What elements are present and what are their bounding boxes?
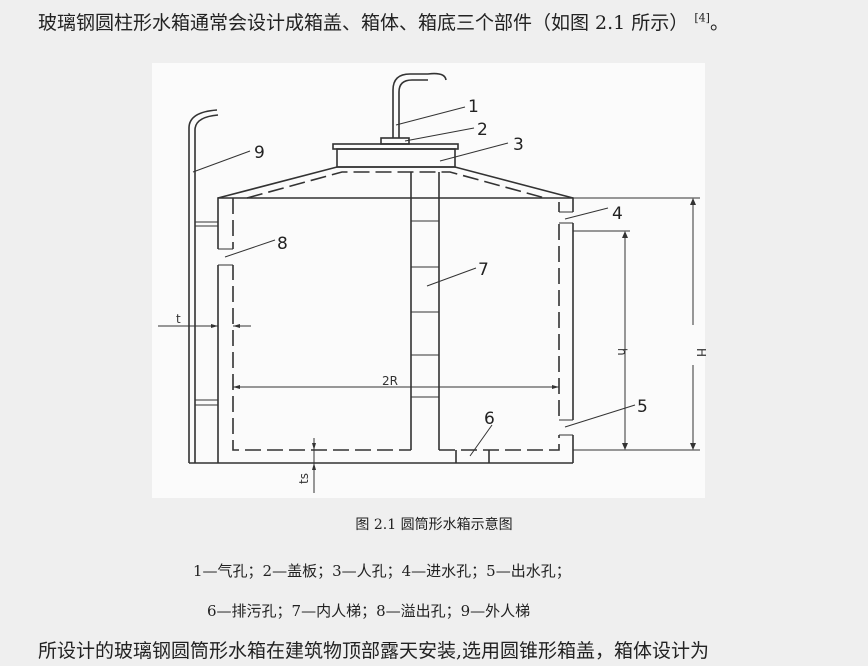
label-4: 4 <box>612 204 623 224</box>
intro-text: 玻璃钢圆柱形水箱通常会设计成箱盖、箱体、箱底三个部件（如图 2.1 所示） <box>38 12 689 34</box>
tank-outline <box>189 166 574 464</box>
intro-paragraph: 玻璃钢圆柱形水箱通常会设计成箱盖、箱体、箱底三个部件（如图 2.1 所示） [4… <box>38 8 729 35</box>
outer-ladder <box>188 109 219 463</box>
figure-legend-line-2: 6—排污孔；7—内人梯；8—溢出孔；9—外人梯 <box>207 602 531 620</box>
label-1: 1 <box>468 97 479 117</box>
intro-end: 。 <box>709 12 729 34</box>
leader-lines <box>192 106 636 457</box>
manhole-and-vent <box>332 72 459 168</box>
part-labels: 1 2 3 4 5 6 7 8 9 <box>254 97 648 429</box>
label-3: 3 <box>513 135 524 155</box>
dim-H-label: H <box>694 348 708 357</box>
dim-2r-label: 2R <box>382 374 398 388</box>
dimension-lines <box>158 197 700 493</box>
label-8: 8 <box>277 234 288 254</box>
openings <box>216 211 576 463</box>
outro-paragraph: 所设计的玻璃钢圆筒形水箱在建筑物顶部露天安装,选用圆锥形箱盖，箱体设计为 <box>38 640 710 662</box>
label-9: 9 <box>254 143 265 163</box>
label-2: 2 <box>477 120 488 140</box>
citation: [4] <box>694 11 710 25</box>
label-5: 5 <box>637 397 648 417</box>
figure-background <box>152 63 705 498</box>
dim-h-label: h <box>615 348 629 356</box>
dim-t-label: t <box>176 312 181 326</box>
dimension-labels: H h 2R t ts <box>176 312 708 484</box>
figure-legend-line-1: 1—气孔；2—盖板；3—人孔；4—进水孔；5—出水孔； <box>193 562 571 580</box>
inner-ladder <box>410 172 440 450</box>
label-6: 6 <box>484 409 495 429</box>
label-7: 7 <box>478 260 489 280</box>
dim-ts-label: ts <box>297 473 311 484</box>
figure-caption: 图 2.1 圆筒形水箱示意图 <box>355 517 513 533</box>
